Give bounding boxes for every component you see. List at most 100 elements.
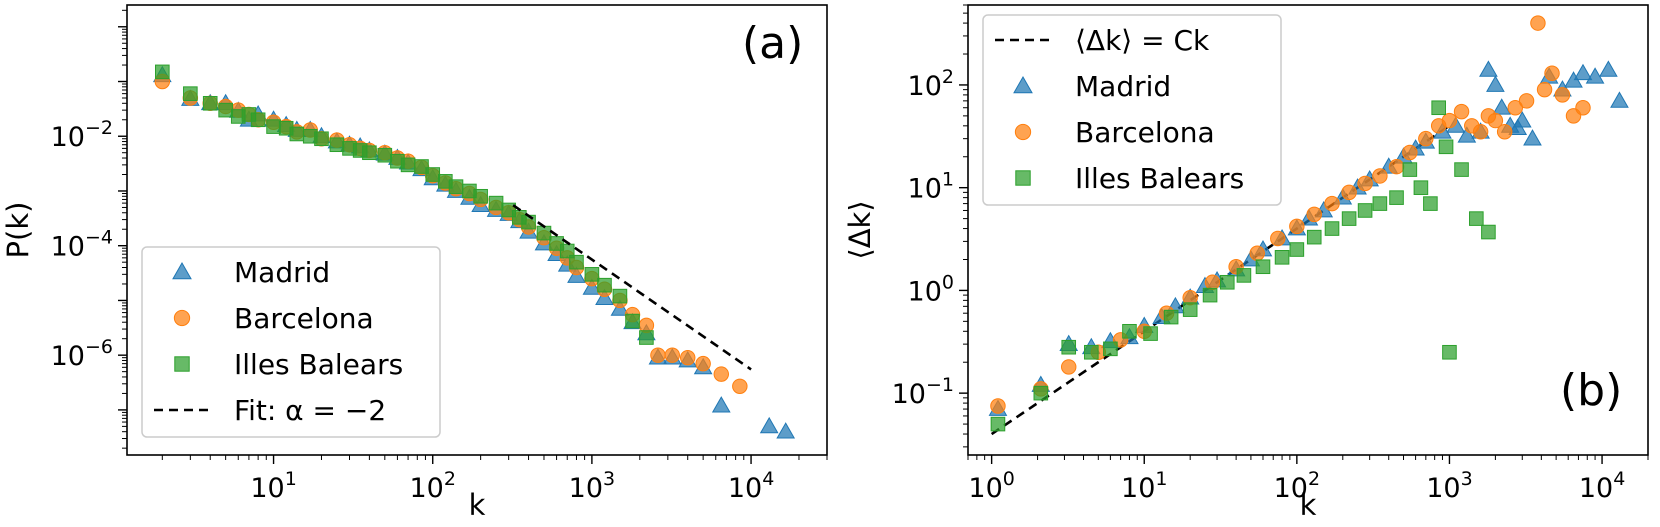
panel-b-point-illes-balears [1413, 180, 1429, 195]
panel-b-point-barcelona [990, 398, 1006, 414]
panel-b-point-madrid [1610, 91, 1629, 108]
panel-b-legend-label: Madrid [1075, 70, 1171, 103]
panel-a-point-illes-balears [584, 267, 600, 282]
panel-b-legend-label: Illes Balears [1075, 162, 1244, 195]
panel-a-frame [126, 4, 828, 456]
panel-a-point-barcelona [650, 347, 666, 363]
panel-b-point-illes-balears [1389, 190, 1404, 205]
panel-a-point-madrid [759, 416, 779, 434]
panel-b-point-madrid [1492, 98, 1512, 115]
panel-b-point-illes-balears [1163, 309, 1179, 325]
panel-a-point-illes-balears [473, 188, 488, 204]
panel-b-point-barcelona [1324, 195, 1340, 212]
panel-a-point-illes-balears [536, 225, 552, 241]
panel-a-ytick-label: 10−6 [51, 336, 113, 372]
panel-b-point-illes-balears [1442, 344, 1457, 360]
panel-b-legend-marker [1013, 75, 1033, 94]
panel-b-point-illes-balears [990, 416, 1006, 432]
panel-a-point-illes-balears [559, 243, 575, 259]
panel-b-xtick-label: 101 [1121, 468, 1167, 504]
panel-a-ylabel: P(k) [1, 202, 35, 259]
panel-a-point-illes-balears [625, 313, 640, 329]
panel-a-tag: (a) [742, 18, 803, 69]
panel-b-xtick-label: 102 [1274, 468, 1320, 504]
panel-a-point-illes-balears [289, 126, 305, 142]
panel-b-point-illes-balears [1061, 339, 1077, 355]
panel-a-point-illes-balears [488, 195, 504, 211]
panel-a-legend-label: Fit: α = −2 [234, 394, 386, 427]
panel-b-point-illes-balears [1454, 162, 1469, 177]
panel-b-point-barcelona [1487, 112, 1504, 129]
panel-b-point-illes-balears [1402, 162, 1418, 177]
panel-b-point-barcelona [1204, 274, 1221, 291]
panel-b-point-barcelona [1289, 218, 1305, 235]
panel-a-point-madrid [776, 422, 796, 439]
panel-a-point-illes-balears [266, 119, 281, 134]
panel-a-point-illes-balears [250, 112, 266, 128]
panel-b-point-barcelona [1575, 100, 1591, 116]
panel-b-point-madrid [1479, 60, 1498, 77]
panel-a-point-madrid [582, 278, 602, 295]
panel-a-legend-label: Illes Balears [234, 348, 403, 381]
panel-a-legend-marker [172, 261, 192, 280]
panel-a-point-illes-balears [425, 167, 441, 182]
panel-b-xtick-label: 100 [968, 468, 1014, 504]
panel-a-point-barcelona [713, 366, 730, 382]
panel-b-legend-marker [1014, 123, 1032, 141]
panel-b-point-barcelona [1402, 144, 1418, 161]
panel-b-legend-label: Barcelona [1075, 116, 1215, 149]
panel-b-point-illes-balears [1255, 259, 1271, 275]
panel-b-point-madrid [1457, 126, 1477, 143]
panel-b-point-madrid [1523, 129, 1542, 146]
panel-a-point-barcelona [695, 355, 711, 372]
panel-a-xtick-label: 102 [410, 468, 456, 504]
panel-a-point-illes-balears [314, 131, 329, 147]
panel-b-frame [967, 4, 1649, 456]
panel-b-point-illes-balears [1357, 203, 1373, 218]
panel-b-point-barcelona [1270, 230, 1286, 247]
panel-b-ytick-label: 10−1 [892, 374, 954, 410]
panel-b-point-illes-balears [1084, 344, 1099, 360]
panel-b-point-barcelona [1496, 124, 1513, 140]
panel-b-point-illes-balears [1423, 196, 1438, 211]
panel-b-point-madrid [1599, 60, 1618, 77]
panel-a-ytick-label: 10−2 [51, 117, 113, 153]
panel-a-point-madrid [595, 288, 614, 306]
panel-b-point-illes-balears [1372, 196, 1388, 211]
panel-a-point-madrid [711, 396, 731, 413]
panel-b-point-barcelona [1372, 168, 1388, 184]
panel-a-legend-label: Barcelona [234, 302, 374, 335]
panel-b-point-illes-balears [1219, 274, 1235, 290]
panel-b-ytick-label: 101 [908, 169, 954, 205]
panel-b-point-illes-balears [1431, 100, 1446, 116]
panel-b-ytick-label: 102 [908, 66, 954, 102]
panel-a-legend-label: Madrid [234, 256, 330, 289]
panel-b-ytick-label: 100 [908, 271, 954, 307]
panel-b-point-illes-balears [1306, 229, 1322, 245]
panel-b-point-barcelona [1554, 87, 1571, 103]
panel-b-point-illes-balears [1143, 326, 1158, 341]
panel-b-point-barcelona [1507, 100, 1524, 116]
panel-a-points [152, 64, 796, 439]
panel-b-point-barcelona [1249, 245, 1265, 261]
panel-a-point-illes-balears [448, 179, 464, 194]
panel-a-point-illes-balears [597, 277, 612, 293]
panel-a-xlabel: k [469, 488, 486, 522]
panel-b-legend-label: ⟨Δk⟩ = Ck [1075, 24, 1210, 57]
panel-a-xtick-label: 103 [569, 468, 615, 504]
panel-a-fit-line [512, 204, 752, 371]
panel-b-tag: (b) [1560, 365, 1622, 416]
panel-a-point-illes-balears [414, 159, 429, 174]
panel-b-point-barcelona [1061, 359, 1077, 375]
panel-a-point-barcelona [664, 347, 681, 363]
panel-b-point-illes-balears [1236, 268, 1252, 283]
panel-b-xlabel: k [1300, 488, 1317, 522]
panel-b-point-barcelona [1453, 103, 1470, 120]
panel-b-point-madrid [1512, 111, 1532, 128]
panel-a-point-illes-balears [569, 254, 584, 270]
